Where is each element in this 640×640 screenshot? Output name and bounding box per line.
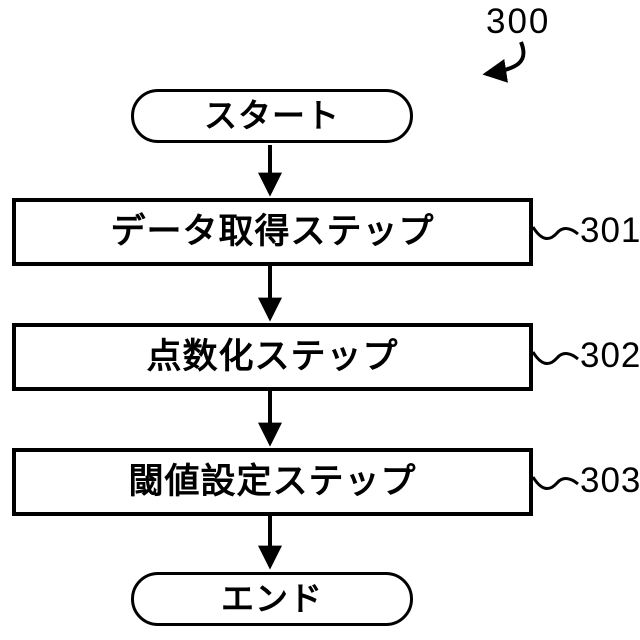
process-step-label: 点数化ステップ — [146, 336, 399, 376]
ref-connector-301-icon — [531, 226, 579, 240]
start-terminal-label: スタート — [204, 96, 340, 134]
process-step-data-acquisition: データ取得ステップ — [12, 198, 533, 266]
ref-number-301: 301 — [580, 211, 640, 250]
ref-number-302: 302 — [580, 336, 640, 375]
figure-pointer-arrow-icon — [482, 41, 526, 83]
process-step-label: データ取得ステップ — [110, 211, 435, 251]
ref-number-303: 303 — [580, 461, 640, 500]
figure-reference-label: 300 — [486, 2, 551, 41]
start-terminal: スタート — [131, 89, 413, 143]
ref-connector-302-icon — [531, 351, 579, 365]
process-step-label: 閾値設定ステップ — [128, 461, 417, 501]
end-terminal-label: エンド — [221, 579, 323, 617]
end-terminal: エンド — [131, 572, 413, 626]
process-step-threshold-setting: 閾値設定ステップ — [12, 448, 533, 516]
process-step-scoring: 点数化ステップ — [12, 323, 533, 391]
ref-connector-303-icon — [531, 476, 579, 490]
